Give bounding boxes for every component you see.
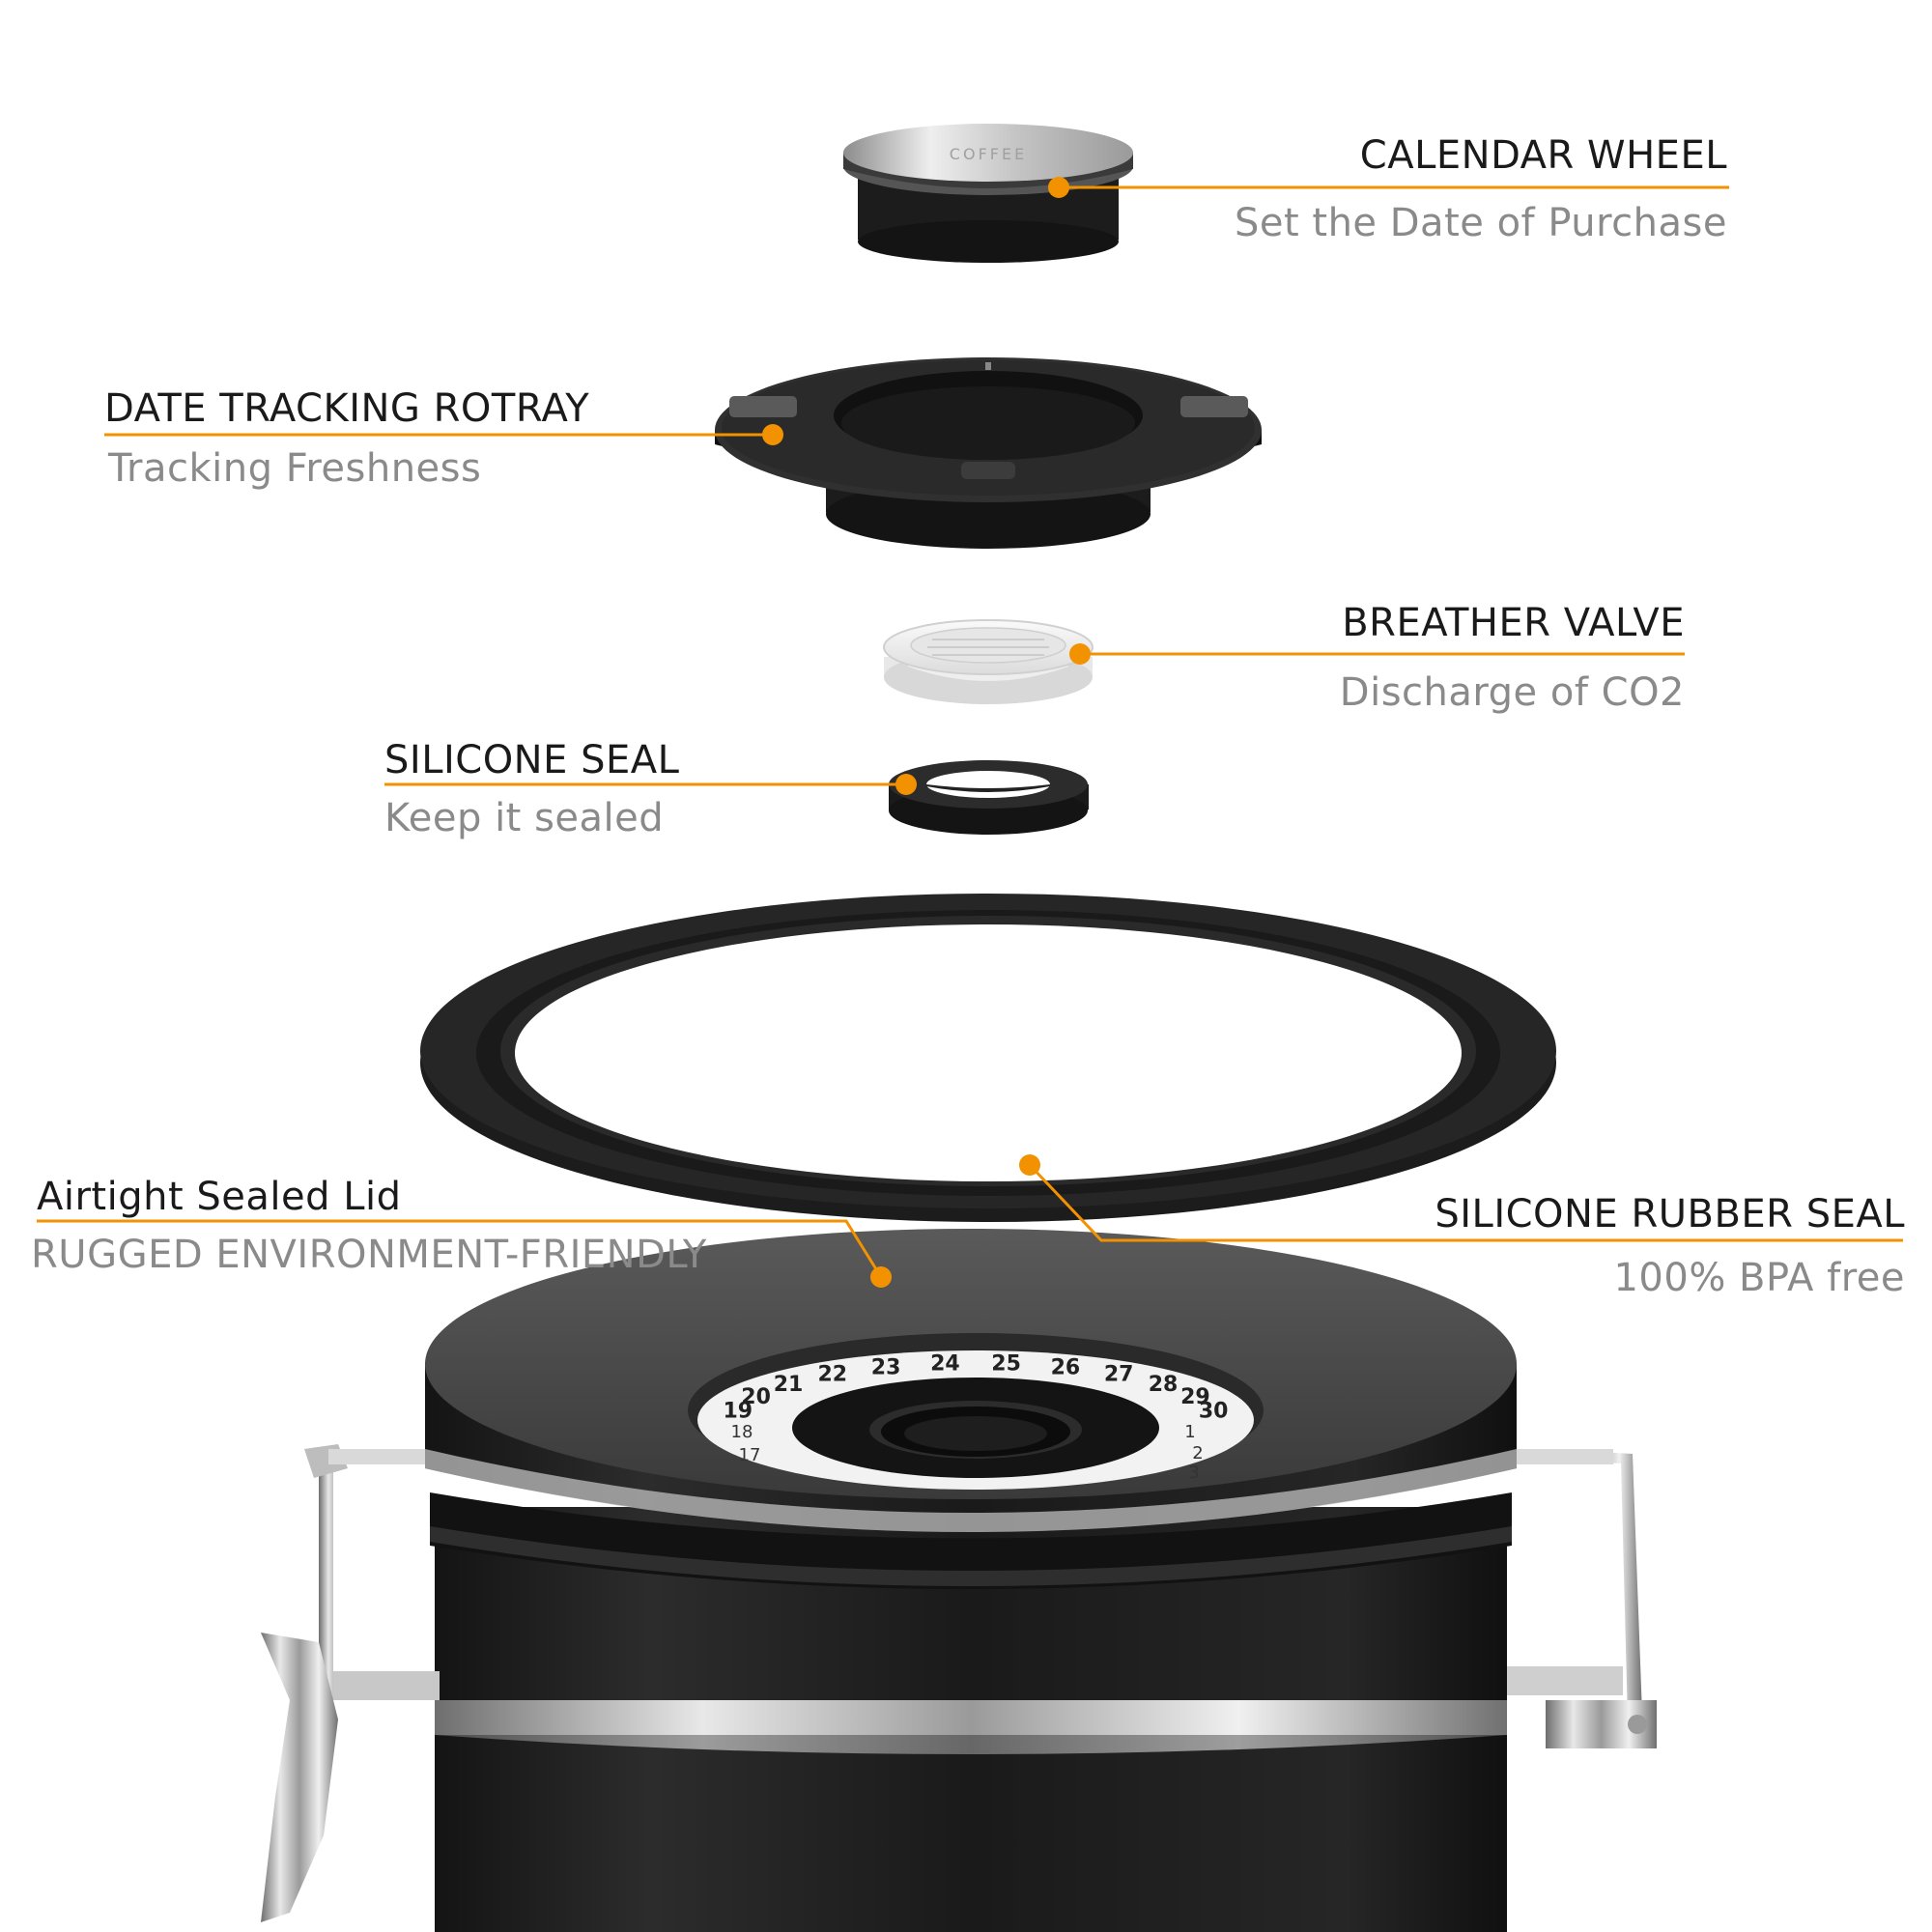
breather-valve-dot [1069,643,1091,665]
date-tracking-rotray-subtitle: Tracking Freshness [108,446,482,491]
dial-digit: 20 [741,1385,771,1409]
airtight-sealed-lid-title: Airtight Sealed Lid [37,1175,402,1219]
silicone-rubber-seal-part [420,894,1556,1222]
silicone-seal-dot [895,774,917,795]
dial-digit: 23 [871,1355,901,1379]
breather-valve-title: BREATHER VALVE [1342,601,1685,645]
silicone-rubber-seal-leader [1028,1163,1903,1242]
airtight-sealed-lid-subtitle: RUGGED ENVIRONMENT-FRIENDLY [31,1233,707,1277]
dial-digit: 18 [731,1422,753,1442]
calendar-wheel-part: COFFEE [843,124,1133,263]
dial-digit: 28 [1149,1373,1179,1397]
silicone-seal-subtitle: Keep it sealed [384,796,665,840]
dial-digit: 1 [1184,1422,1195,1442]
silicone-rubber-seal-subtitle: 100% BPA free [1613,1256,1905,1300]
left-clamp [261,1444,444,1922]
calendar-wheel-subtitle: Set the Date of Purchase [1235,201,1727,245]
date-tracking-rotray-dot [762,424,783,445]
breather-valve-part [883,619,1094,704]
calendar-wheel-title: CALENDAR WHEEL [1359,133,1727,178]
breather-valve-subtitle: Discharge of CO2 [1339,670,1685,715]
dial-digit: 21 [774,1373,804,1397]
dial-digit: 29 [1180,1385,1210,1409]
date-tracking-rotray-title: DATE TRACKING ROTRAY [104,386,590,431]
silicone-rubber-seal-dot [1019,1154,1040,1176]
airtight-sealed-lid-dot [870,1266,892,1288]
canister-body [261,1444,1657,1932]
callout-dots [762,177,1091,1288]
rotray-part [715,357,1262,549]
airtight-sealed-lid-leader [37,1219,883,1278]
dial-digit: 30 [1199,1400,1229,1424]
dial-digit: 22 [817,1363,847,1387]
silicone-rubber-seal-title: SILICONE RUBBER SEAL [1435,1192,1905,1236]
dial-digit: 17 [739,1445,761,1465]
dial-digit: 26 [1051,1355,1081,1379]
dial-digit: 19 [723,1400,753,1424]
wheel-brand-text: COFFEE [950,145,1027,163]
silicone-seal-part [889,760,1089,835]
dial-digit: 24 [930,1352,960,1377]
silicone-seal-title: SILICONE SEAL [384,738,680,782]
right-clamp [1507,1449,1657,1748]
calendar-wheel-dot [1048,177,1069,198]
dial-digit: 25 [991,1352,1021,1377]
dial-digit: 2 [1192,1443,1203,1463]
dial-digit: 27 [1104,1363,1134,1387]
dial-digit: 3 [1188,1463,1199,1483]
leader-lines [37,185,1903,1278]
